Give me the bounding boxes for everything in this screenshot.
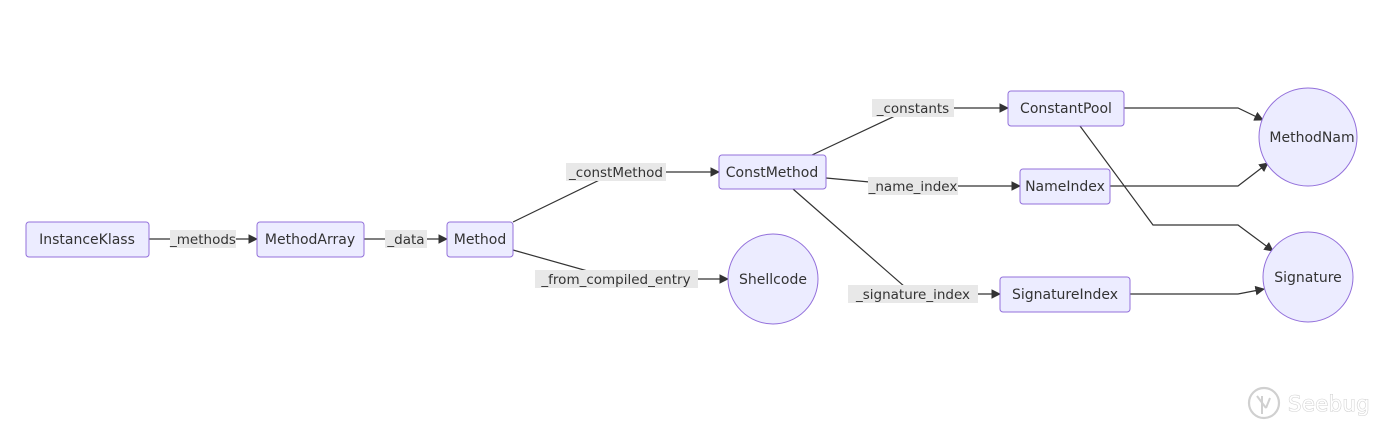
seebug-logo-icon [1247,386,1281,420]
edge-label-data-text: _data [386,232,424,248]
node-methodname-label: MethodNam [1269,130,1354,146]
edge-label-methods-text: _methods [169,232,236,248]
edge-label-name-index: _name_index [868,177,958,195]
edge-label-constants-text: _constants [876,101,949,117]
node-method[interactable]: Method [446,221,514,258]
edge-label-name-index-text: _name_index [868,179,958,195]
watermark: Seebug [1247,386,1370,420]
node-shellcode[interactable]: Shellcode [727,233,819,325]
edge-label-constmethod-text: _constMethod [568,165,663,181]
edge-label-signature-index: _signature_index [848,285,978,303]
edge-constantpool-signature [1079,125,1274,252]
node-methodarray[interactable]: MethodArray [256,221,365,258]
node-instanceklass[interactable]: InstanceKlass [25,221,150,258]
edge-label-methods: _methods [169,230,236,248]
edge-label-constants: _constants [872,99,954,117]
node-nameindex-label: NameIndex [1025,179,1105,195]
node-nameindex[interactable]: NameIndex [1019,168,1111,205]
node-constantpool-label: ConstantPool [1020,101,1112,117]
watermark-text: Seebug [1288,392,1370,416]
edge-label-from-compiled-entry-text: _from_compiled_entry [540,272,690,288]
node-signatureindex-label: SignatureIndex [1012,287,1118,303]
edge-label-signature-index-text: _signature_index [855,287,970,303]
edge-constantpool-methodname [1124,107,1264,121]
node-signature-label: Signature [1274,270,1342,286]
node-method-label: Method [454,232,507,248]
nodes: InstanceKlass MethodArray Method ConstMe… [25,87,1358,325]
edge-nameindex-methodname [1110,162,1269,187]
node-constmethod[interactable]: ConstMethod [718,154,827,190]
node-signature[interactable]: Signature [1262,231,1354,323]
edge-constmethod-signatureindex [792,188,1001,299]
edge-label-data: _data [385,230,427,248]
node-signatureindex[interactable]: SignatureIndex [999,276,1131,313]
node-constantpool[interactable]: ConstantPool [1007,90,1125,127]
edge-label-constmethod: _constMethod [566,163,666,181]
node-methodname[interactable]: MethodNam [1258,87,1358,187]
node-instanceklass-label: InstanceKlass [39,232,135,248]
edge-signatureindex-signature [1130,285,1265,296]
edge-labels: _methods _data _constMethod _from_compil… [169,99,978,303]
edge-label-from-compiled-entry: _from_compiled_entry [535,270,698,288]
node-constmethod-label: ConstMethod [726,165,819,181]
node-shellcode-label: Shellcode [739,272,807,288]
node-methodarray-label: MethodArray [265,232,355,248]
